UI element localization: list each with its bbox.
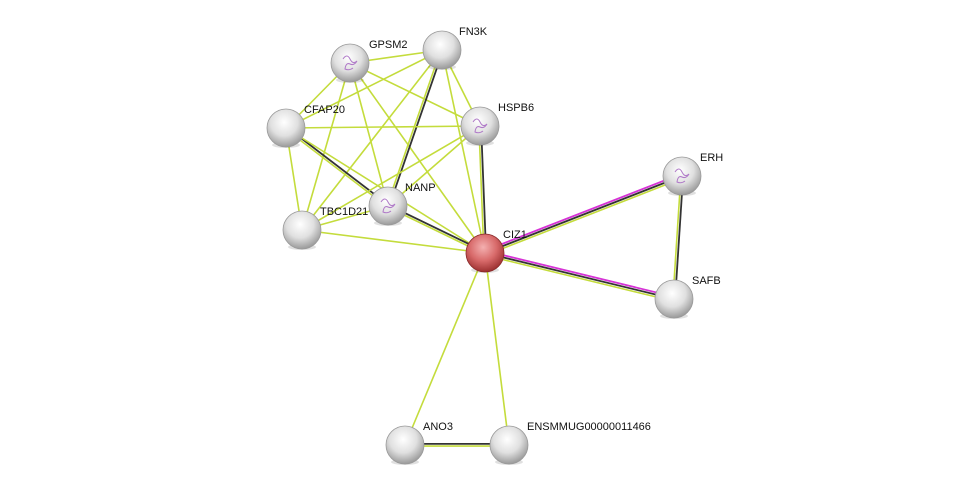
edge-ERH-SAFB[interactable] — [672, 175, 684, 300]
edge-line-coexpression — [484, 175, 683, 254]
edge-line-coexpression — [480, 125, 487, 253]
protein-structure-icon — [380, 198, 396, 214]
protein-structure-icon — [342, 55, 358, 71]
node-label: GPSM2 — [369, 39, 408, 51]
edge-line-textmining — [387, 125, 481, 207]
edge-line-textmining — [672, 175, 682, 299]
node-erh[interactable]: ERH — [662, 152, 723, 196]
edge-line-experiments — [483, 173, 682, 252]
node-sphere[interactable] — [330, 43, 370, 83]
node-sphere[interactable] — [460, 106, 500, 146]
edge-HSPB6-NANP[interactable] — [387, 125, 481, 207]
node-label: NANP — [405, 182, 436, 194]
edge-GPSM2-HSPB6[interactable] — [349, 62, 481, 127]
node-label: TBC1D21 — [320, 206, 368, 218]
edge-FN3K-NANP[interactable] — [386, 49, 444, 207]
node-ciz1[interactable]: CIZ1 — [465, 229, 527, 273]
node-label: CIZ1 — [503, 229, 527, 241]
node-label: ERH — [700, 152, 723, 164]
edge-line-textmining — [285, 125, 481, 129]
edge-line-coexpression — [388, 50, 444, 207]
node-safb[interactable]: SAFB — [654, 275, 721, 319]
edge-line-textmining — [301, 62, 351, 231]
edge-HSPB6-TBC1D21[interactable] — [301, 125, 481, 231]
edge-line-textmining — [485, 177, 684, 256]
edge-GPSM2-TBC1D21[interactable] — [301, 62, 351, 231]
edge-line-textmining — [478, 126, 485, 254]
edge-CIZ1-ERH[interactable] — [483, 173, 684, 256]
edge-line-textmining — [441, 49, 486, 254]
node-sphere[interactable] — [489, 425, 529, 465]
edge-CFAP20-NANP[interactable] — [284, 126, 390, 208]
edge-line-experiments — [485, 249, 675, 298]
edge-GPSM2-CIZ1[interactable] — [349, 62, 486, 254]
edge-line-textmining — [484, 254, 674, 302]
node-sphere[interactable] — [465, 233, 505, 273]
node-label: FN3K — [459, 26, 488, 38]
node-sphere[interactable] — [282, 210, 322, 250]
node-label: HSPB6 — [498, 102, 534, 114]
edge-FN3K-CFAP20[interactable] — [285, 49, 443, 129]
node-ano3[interactable]: ANO3 — [385, 421, 453, 465]
edge-line-coexpression — [286, 126, 390, 206]
edge-line-textmining — [404, 252, 486, 446]
node-sphere[interactable] — [654, 279, 694, 319]
node-label: CFAP20 — [304, 104, 345, 116]
edge-FN3K-CIZ1[interactable] — [441, 49, 486, 254]
node-sphere[interactable] — [266, 108, 306, 148]
node-cfap20[interactable]: CFAP20 — [266, 104, 345, 148]
edge-line-coexpression — [484, 252, 675, 300]
edge-line-textmining — [349, 62, 389, 207]
node-sphere[interactable] — [662, 156, 702, 196]
node-tbc1d21[interactable]: TBC1D21 — [282, 206, 368, 250]
node-label: ENSMMUG00000011466 — [527, 421, 651, 433]
node-label: SAFB — [692, 275, 721, 287]
protein-structure-icon — [674, 168, 690, 184]
edge-line-textmining — [301, 229, 486, 254]
edge-CIZ1-SAFB[interactable] — [484, 249, 675, 302]
edge-line-textmining — [301, 125, 481, 231]
edge-line-textmining — [349, 62, 481, 127]
edge-CIZ1-ANO3[interactable] — [404, 252, 486, 446]
edge-GPSM2-NANP[interactable] — [349, 62, 389, 207]
node-nanp[interactable]: NANP — [368, 182, 436, 226]
node-ensmmug00000011466[interactable]: ENSMMUG00000011466 — [489, 421, 651, 465]
protein-structure-icon — [472, 118, 488, 134]
edge-line-textmining — [349, 62, 486, 254]
edge-CIZ1-ENSMMUG00000011466[interactable] — [484, 252, 510, 446]
edge-line-textmining — [285, 49, 443, 129]
edge-line-textmining — [301, 49, 443, 231]
edge-TBC1D21-CIZ1[interactable] — [301, 229, 486, 254]
node-sphere[interactable] — [422, 30, 462, 70]
edge-line-coexpression — [674, 176, 684, 300]
node-sphere[interactable] — [368, 186, 408, 226]
node-sphere[interactable] — [385, 425, 425, 465]
edge-line-textmining — [284, 128, 388, 208]
edge-line-textmining — [484, 252, 510, 446]
edge-HSPB6-CIZ1[interactable] — [478, 125, 487, 254]
edge-line-textmining — [386, 49, 442, 206]
node-gpsm2[interactable]: GPSM2 — [330, 39, 408, 83]
node-hspb6[interactable]: HSPB6 — [460, 102, 534, 146]
edge-FN3K-TBC1D21[interactable] — [301, 49, 443, 231]
edge-CFAP20-HSPB6[interactable] — [285, 125, 481, 129]
node-fn3k[interactable]: FN3K — [422, 26, 488, 70]
node-label: ANO3 — [423, 421, 453, 433]
